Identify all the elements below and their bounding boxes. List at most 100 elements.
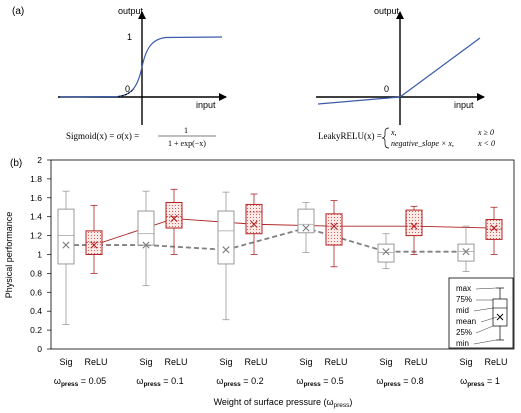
iqr-box [405, 209, 423, 237]
iqr-box [85, 230, 103, 255]
relu-positive-branch [399, 37, 481, 98]
legend-label-mid: mid [456, 306, 469, 315]
series-label-relu: ReLU [404, 357, 427, 367]
omega-label: ωpress = 0.5 [296, 376, 343, 388]
y-ticks: 00.20.40.60.811.21.41.61.82 [30, 155, 51, 354]
omega-symbol: ω [216, 376, 223, 386]
mean-line-relu [93, 218, 495, 246]
relu-case1-expr: x, [390, 128, 397, 137]
x-axis-label-omega: ω [326, 397, 333, 407]
box-sig-3 [297, 202, 315, 254]
legend-label-max: max [456, 284, 471, 293]
relu-negative-branch [317, 96, 401, 105]
sigmoid-formula-den: 1 + exp(−x) [168, 139, 206, 148]
y-tick-label: 0 [37, 344, 42, 354]
sigmoid-tick-0: 0 [125, 84, 130, 94]
mean-marker [302, 224, 310, 232]
iqr-box [245, 203, 263, 235]
y-tick-label: 1.8 [30, 174, 42, 184]
mean-marker [330, 222, 338, 230]
mean-marker [462, 248, 470, 256]
legend-label-min: min [456, 339, 469, 348]
sigmoid-xlabel: input [196, 100, 216, 110]
mean-marker [410, 222, 418, 230]
legend-leader-25 [475, 325, 494, 334]
mean-marker [90, 241, 98, 249]
y-axis-label: Physical performance [4, 212, 14, 299]
legend-leader-max [475, 287, 497, 290]
y-tick-label: 0.2 [30, 325, 42, 335]
omega-symbol: ω [54, 376, 61, 386]
box-legend: max 75% mid mean 25% min [448, 277, 514, 349]
relu-ylabel: output [374, 6, 400, 16]
omega-value: 0.2 [251, 376, 264, 386]
iqr-box [325, 213, 343, 246]
panel-a-label: (a) [12, 6, 24, 17]
series-label-sig: Sig [459, 357, 472, 367]
omega-subscript: press [61, 381, 79, 388]
x-axis-label: Weight of surface pressure (ωpress) [214, 397, 353, 409]
iqr-box [137, 210, 155, 246]
sigmoid-curve [59, 36, 223, 98]
omega-label: ωpress = 0.05 [54, 376, 106, 388]
mean-marker [62, 241, 70, 249]
relu-case2-expr: negative_slope × x, [391, 139, 454, 148]
mean-marker [222, 246, 230, 254]
y-tick-label: 0.6 [30, 287, 42, 297]
omega-label: ωpress = 0.8 [376, 376, 423, 388]
legend-leader-mid [473, 307, 494, 312]
sigmoid-ylabel: output [118, 6, 144, 16]
x-axis-label-suffix: ) [349, 397, 352, 407]
panel-b-label: (b) [10, 158, 22, 169]
legend-mean-marker [496, 313, 504, 321]
legend-box [492, 298, 508, 327]
legend-label-25: 25% [456, 328, 472, 337]
sigmoid-formula-num: 1 [184, 126, 188, 135]
legend-leader-mean [480, 316, 498, 323]
relu-formula: LeakyRELU(x) = x, x ≥ 0 negative_slope ×… [318, 127, 495, 149]
box-relu-1 [165, 188, 183, 255]
iqr-box [217, 210, 235, 265]
omega-subscript: press [223, 381, 241, 388]
series-label-sig: Sig [379, 357, 392, 367]
mean-marker [250, 220, 258, 228]
omega-value: 0.1 [171, 376, 184, 386]
box-relu-3 [325, 200, 343, 268]
sigmoid-formula: Sigmoid(x) = σ(x) = 1 1 + exp(−x) [66, 126, 216, 148]
relu-case2-cond: x < 0 [477, 139, 495, 148]
series-label-sig: Sig [139, 357, 152, 367]
series-label-sig: Sig [219, 357, 232, 367]
series-label-relu: ReLU [164, 357, 187, 367]
brace [381, 127, 390, 149]
y-tick-label: 1.4 [30, 212, 42, 222]
sigmoid-formula-lhs: Sigmoid(x) = σ(x) = [66, 131, 139, 141]
series-label-sig: Sig [59, 357, 72, 367]
box-sig-4 [377, 233, 395, 270]
omega-label: ωpress = 0.2 [216, 376, 263, 388]
box-relu-4 [405, 205, 423, 255]
legend-leader-min [473, 339, 497, 345]
box-sig-0 [57, 190, 75, 325]
box-relu-5 [485, 206, 503, 255]
iqr-box [485, 219, 503, 240]
iqr-box [165, 202, 183, 229]
mean-marker [490, 224, 498, 232]
y-tick-label: 0.4 [30, 306, 42, 316]
mean-marker [142, 241, 150, 249]
omega-symbol: ω [460, 376, 467, 386]
omega-symbol: ω [136, 376, 143, 386]
omega-eq: = [485, 376, 495, 386]
mean-marker [382, 248, 390, 256]
iqr-box [377, 243, 395, 263]
series-label-sig: Sig [299, 357, 312, 367]
y-tick-label: 1 [37, 250, 42, 260]
omega-label: ωpress = 1 [460, 376, 500, 388]
omega-eq: = [401, 376, 411, 386]
omega-eq: = [241, 376, 251, 386]
x-axis-label-prefix: Weight of surface pressure ( [214, 397, 327, 407]
omega-subscript: press [467, 381, 485, 388]
box-sig-5 [457, 225, 475, 272]
box-sig-2 [217, 191, 235, 321]
plot-frame [50, 159, 515, 350]
